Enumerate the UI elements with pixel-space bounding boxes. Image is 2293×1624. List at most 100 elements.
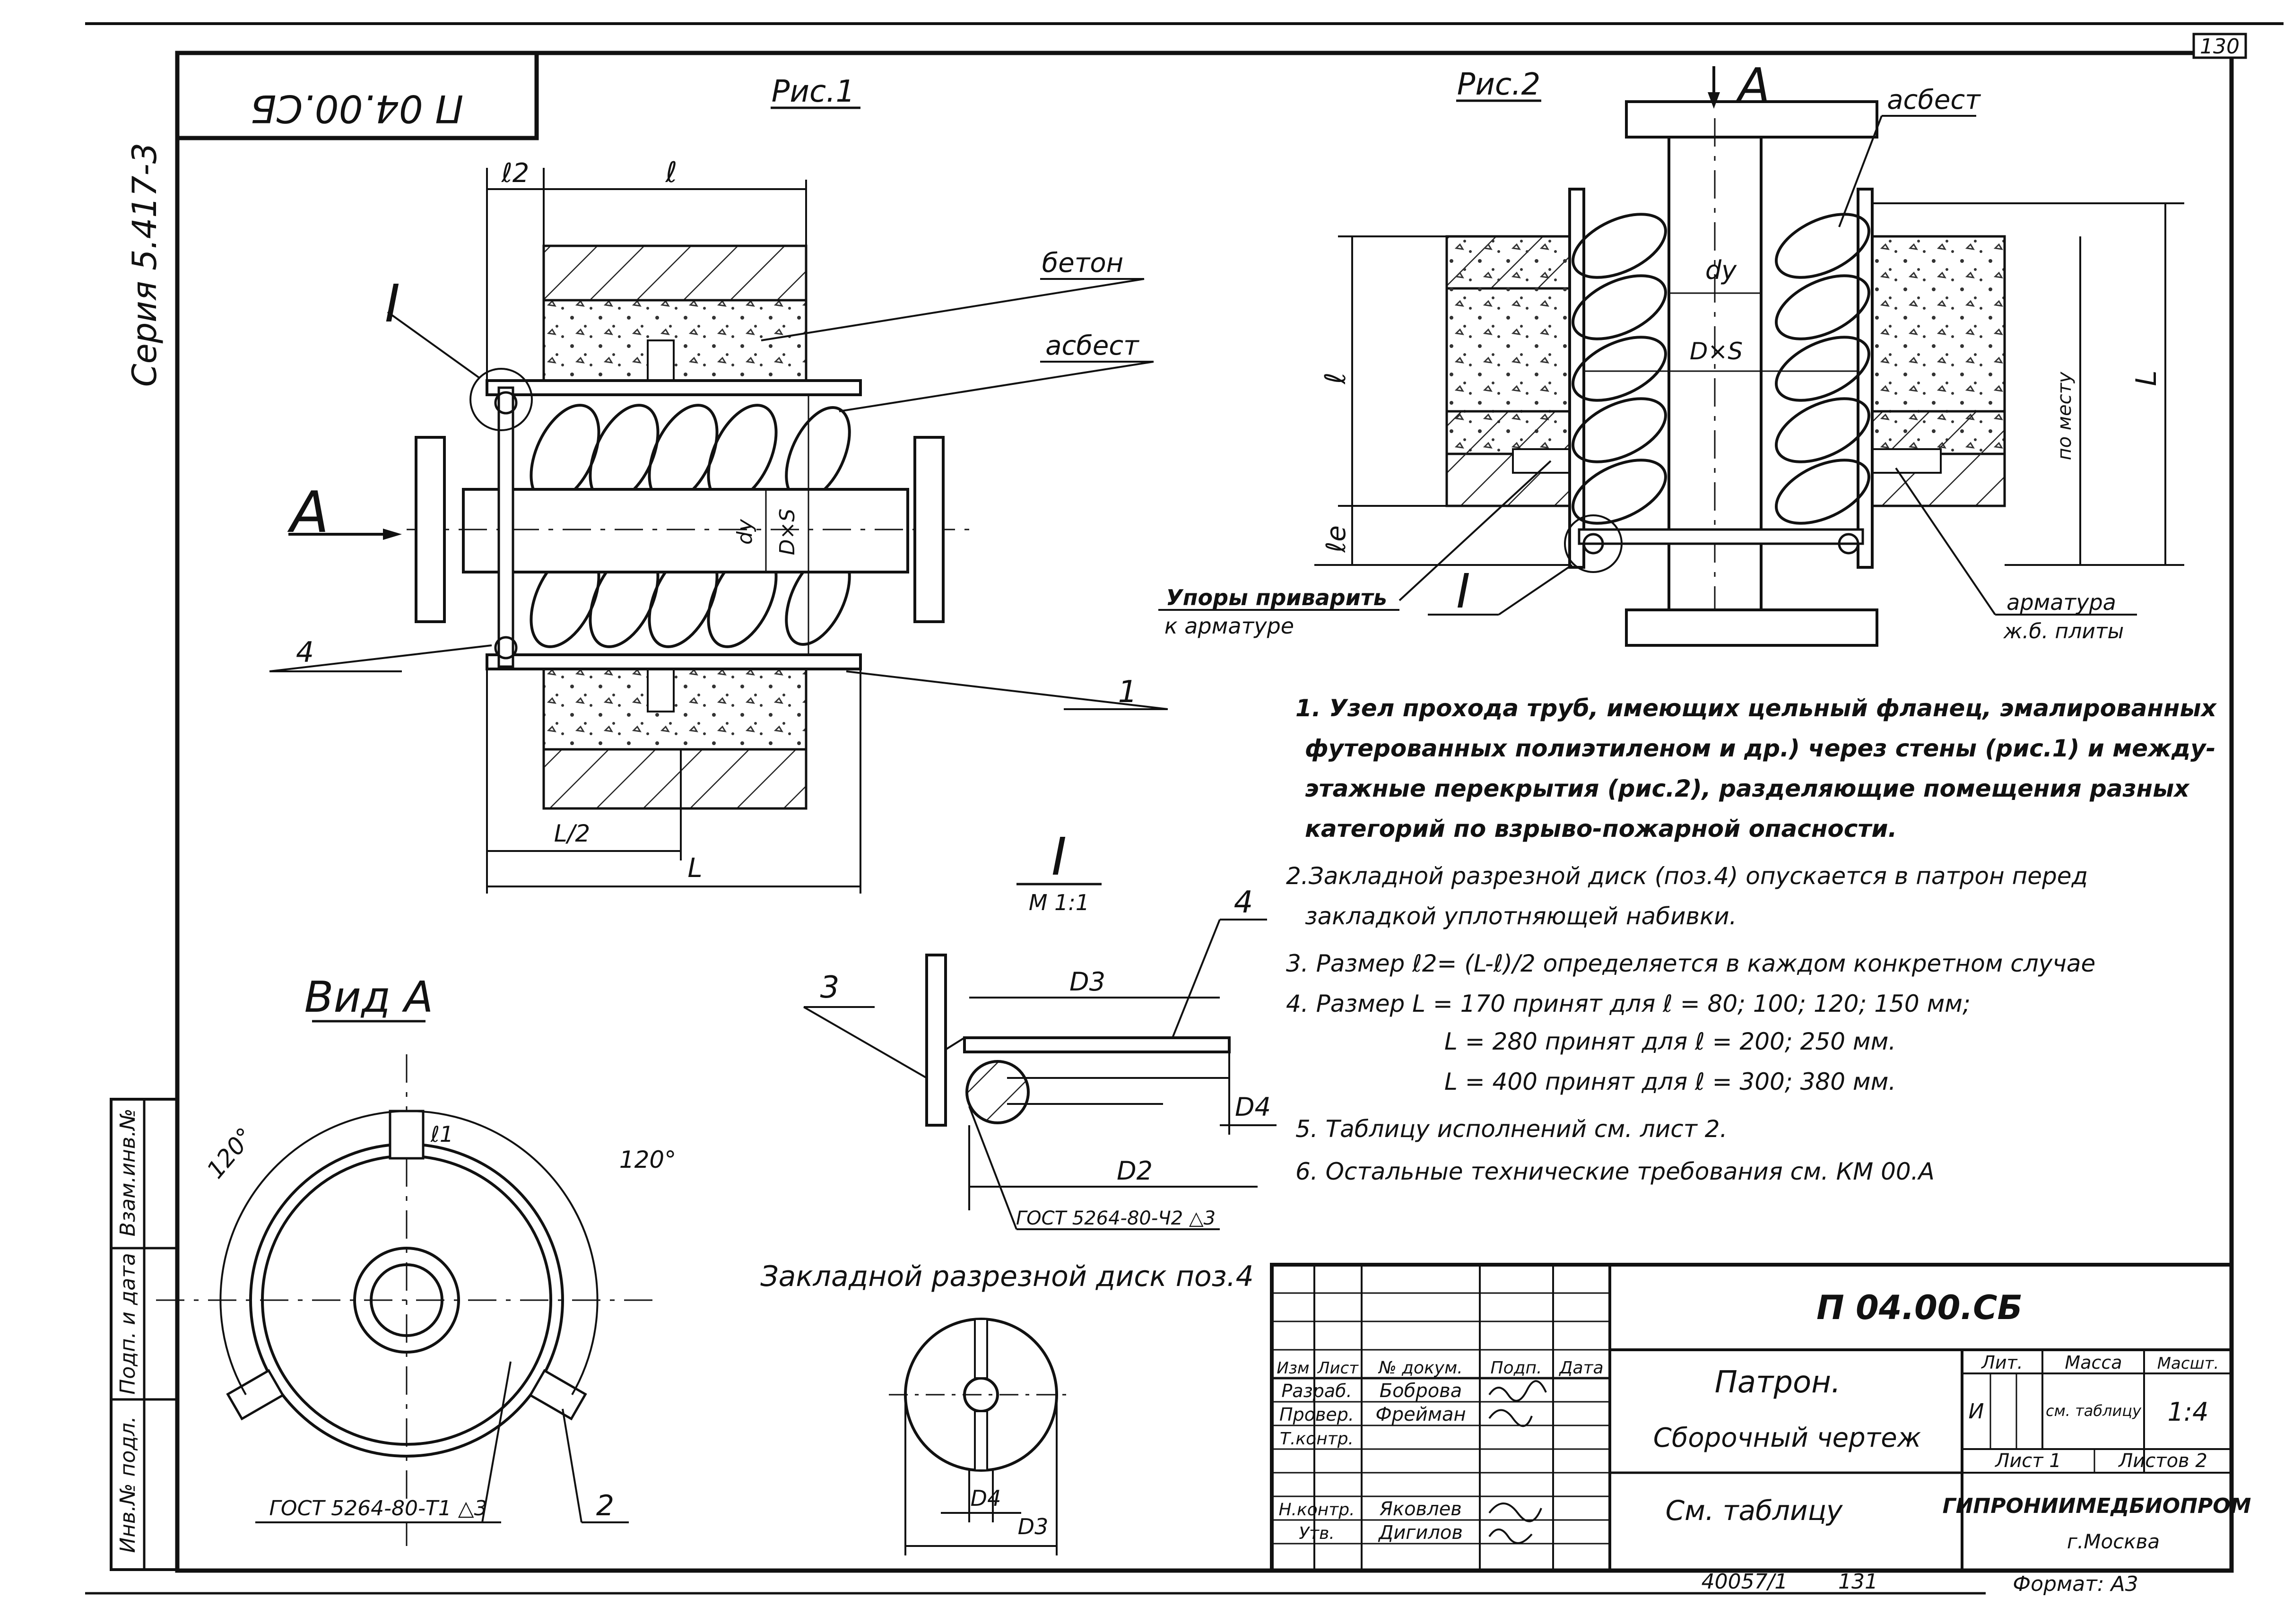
signature-ncontrol [1488, 1502, 1542, 1522]
series-label: Серия 5.417-3 [125, 143, 164, 387]
fig1-detail-I: I [385, 273, 400, 334]
title-block [1270, 1263, 2233, 1572]
fig1-pos-4: 4 [296, 636, 314, 669]
tb-role-ncontrol: Н.контр. [1278, 1500, 1355, 1520]
detail-scale: М 1:1 [1029, 890, 1089, 915]
notes: 1. Узел прохода труб, имеющих цельный фл… [1286, 695, 2217, 1185]
tb-name-ncontrol: Яковлев [1379, 1498, 1462, 1520]
fig1-section-arrow: A [287, 480, 329, 546]
fig2-note-stops-1: Упоры приварить [1166, 585, 1387, 610]
tb-org: ГИПРОНИИМЕДБИОПРОМ [1943, 1494, 2251, 1518]
fig2-note-rebar-1: арматура [2006, 590, 2116, 615]
note-line-4: категорий по взрыво-пожарной опасности. [1305, 815, 1897, 842]
sheet-frame [85, 22, 2284, 1595]
note-line-8: 4. Размер L = 170 принят для ℓ = 80; 100… [1286, 990, 1971, 1017]
fig1-callout-concrete: бетон [1042, 248, 1123, 278]
fig1-dim-l2: ℓ2 [501, 158, 530, 189]
tb-role-check: Провер. [1279, 1404, 1354, 1425]
detail-dim-d3: D3 [1069, 967, 1105, 997]
tb-doc-type: Сборочный чертеж [1653, 1423, 1921, 1453]
note-line-1: 1. Узел прохода труб, имеющих цельный фл… [1295, 695, 2217, 722]
tb-hdr-doc: № докум. [1378, 1358, 1462, 1378]
signature-develop [1488, 1380, 1547, 1402]
disk-dim-d4: D4 [971, 1485, 1001, 1511]
fig2-dim-L: L [2130, 370, 2163, 386]
tb-scale-value: 1:4 [2168, 1397, 2209, 1427]
fig2-label-dy: dу [1705, 255, 1737, 285]
tb-material: См. таблицу [1666, 1494, 1843, 1527]
tb-role-develop: Разраб. [1281, 1381, 1352, 1401]
note-line-7: 3. Размер ℓ2= (L-ℓ)/2 определяется в каж… [1286, 950, 2095, 977]
tb-hdr-izm: Изм [1277, 1359, 1309, 1378]
detail-I: I М 1:1 D3 D4 D2 3 4 ГОСТ 5264-80-Ч2 △3 [803, 826, 1277, 1230]
tb-hdr-date: Дата [1558, 1358, 1603, 1378]
tb-col-lit: Лит. [1980, 1352, 2023, 1373]
view-a: Вид А ℓ1 120° 120° ГОСТ 5264-80-Т1 △3 2 [156, 973, 676, 1546]
tb-role-approve: Утв. [1299, 1524, 1335, 1543]
disk-pos4: Закладной разрезной диск поз.4 D4 D3 [760, 1260, 1254, 1555]
tb-name: Патрон. [1715, 1365, 1841, 1400]
view-a-pos-2: 2 [596, 1489, 614, 1522]
tb-hdr-sign: Подп. [1491, 1358, 1542, 1378]
fig2-dim-l: ℓ [1319, 373, 1352, 385]
fig2-note-stops-2: к арматуре [1164, 613, 1294, 639]
fig2-dim-le: ℓе [1321, 525, 1352, 553]
detail-weld: ГОСТ 5264-80-Ч2 △3 [1016, 1207, 1216, 1229]
tb-hdr-list: Лист [1317, 1359, 1359, 1378]
strip-label-sign: Подп. и дата [116, 1253, 140, 1395]
tb-inv-sheet: 131 [1838, 1570, 1878, 1594]
disk-title: Закладной разрезной диск поз.4 [760, 1260, 1254, 1293]
fig1-callout-asbestos: асбест [1045, 330, 1139, 361]
tb-lit-value: И [1969, 1399, 1984, 1424]
note-line-3: этажные перекрытия (рис.2), разделяющие … [1305, 775, 2190, 802]
fig2-callout-asbestos: асбест [1887, 85, 1981, 115]
strip-label-inv: Инв.№ подл. [116, 1416, 140, 1553]
tb-name-develop: Боброва [1380, 1380, 1462, 1402]
view-a-weld: ГОСТ 5264-80-Т1 △3 [269, 1496, 487, 1520]
fig1-label-dy: dу [733, 519, 757, 545]
code-box [175, 51, 539, 140]
note-line-9: L = 280 принят для ℓ = 200; 250 мм. [1444, 1028, 1896, 1055]
tb-format: Формат: А3 [2013, 1572, 2138, 1596]
detail-dim-d2: D2 [1117, 1156, 1153, 1186]
tb-sheets: Листов 2 [2118, 1450, 2207, 1472]
tb-name-approve: Дигилов [1378, 1522, 1463, 1544]
tb-role-tcontrol: Т.контр. [1280, 1429, 1354, 1449]
sheet-code-rotated: П 04.00.СБ [251, 87, 464, 130]
tb-mass-value: см. таблицу [2046, 1402, 2142, 1420]
disk-dim-d3: D3 [1018, 1514, 1049, 1539]
view-a-angle-right: 120° [619, 1146, 676, 1173]
note-line-10: L = 400 принят для ℓ = 300; 380 мм. [1444, 1068, 1896, 1095]
fig1-label-dxs: D×S [775, 509, 799, 556]
note-line-12: 6. Остальные технические требования см. … [1295, 1158, 1935, 1185]
strip-label-replace: Взам.инв.№ [116, 1109, 140, 1237]
detail-dim-d4: D4 [1235, 1092, 1271, 1122]
fig2-section-arrow: A [1735, 58, 1770, 113]
fig1-dim-l: ℓ [665, 156, 677, 189]
note-line-2: футерованных полиэтиленом и др.) через с… [1305, 735, 2216, 762]
fig1-title: Рис.1 [772, 74, 855, 109]
fig1-dim-L: L [687, 853, 702, 884]
detail-title: I [1051, 826, 1067, 887]
page-number: 130 [2200, 35, 2240, 59]
detail-pos-4: 4 [1234, 885, 1253, 920]
view-a-dim-l1: ℓ1 [430, 1121, 453, 1147]
fig2-note-rebar-2: ж.б. плиты [2003, 619, 2124, 643]
view-a-angle-left: 120° [201, 1122, 259, 1184]
fig2: Рис.2 A [1158, 58, 2184, 647]
fig2-detail-I: I [1456, 564, 1470, 619]
view-a-title: Вид А [304, 973, 434, 1022]
fig1: Рис.1 ℓ2 ℓ [269, 74, 1168, 894]
note-line-6: закладкой уплотняющей набивки. [1305, 903, 1737, 930]
left-strip [110, 1098, 179, 1571]
tb-sheet: Лист 1 [1994, 1450, 2061, 1472]
signature-check [1488, 1409, 1533, 1427]
tb-col-mass: Масса [2065, 1352, 2122, 1373]
fig2-dim-local: по месту [2054, 371, 2076, 460]
tb-city: г.Москва [2067, 1530, 2160, 1553]
tb-name-check: Фрейман [1375, 1404, 1466, 1425]
fig2-label-dxs: D×S [1690, 338, 1743, 365]
signature-approve [1488, 1528, 1533, 1544]
note-line-11: 5. Таблицу исполнений см. лист 2. [1295, 1115, 1728, 1143]
fig2-title: Рис.2 [1457, 67, 1540, 102]
